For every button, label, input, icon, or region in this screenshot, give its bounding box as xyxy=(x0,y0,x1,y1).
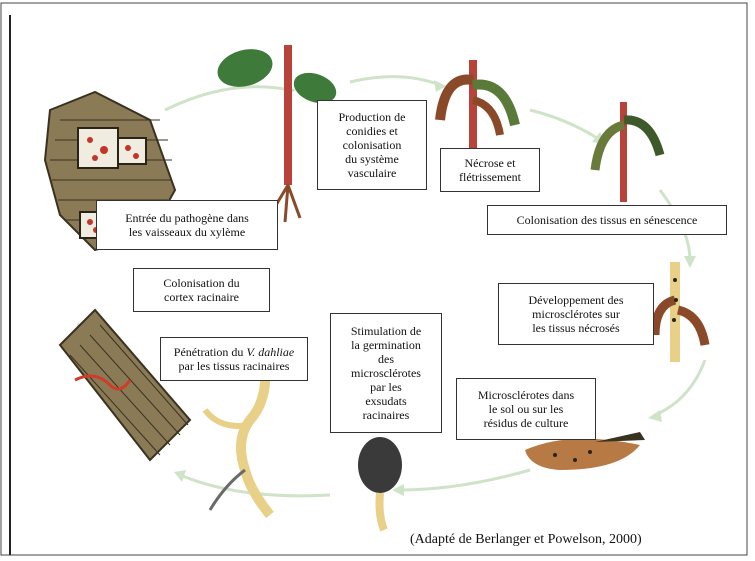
source-caption: (Adapté de Berlanger et Powelson, 2000) xyxy=(410,532,642,548)
penetration-text-a: Pénétration du xyxy=(174,345,247,359)
root-cortex-illustration xyxy=(60,310,190,460)
penetration-text-b: par les tissus racinaires xyxy=(179,359,290,373)
label-production-conidies: Production de conidies et colonisation d… xyxy=(317,100,427,190)
label-penetration-dahliae: Pénétration du V. dahliae par les tissus… xyxy=(160,337,308,381)
label-entree-pathogene: Entrée du pathogène dans les vaisseaux d… xyxy=(96,200,278,250)
label-microsclerotes-sol: Microsclérotes dans le sol ou sur les ré… xyxy=(456,378,596,440)
label-developpement-microsclerotes: Développement des microsclérotes sur les… xyxy=(498,283,654,345)
senescent-plant-illustration xyxy=(595,102,660,202)
label-colonisation-cortex: Colonisation du cortex racinaire xyxy=(133,268,270,312)
penetration-species-name: V. dahliae xyxy=(246,345,294,359)
germinating-microsclerote-illustration xyxy=(358,437,402,530)
label-stimulation-germination: Stimulation de la germination des micros… xyxy=(330,313,442,433)
label-colonisation-senescence: Colonisation des tissus en sénescence xyxy=(487,205,727,235)
microsclerote-stem-illustration xyxy=(655,262,705,362)
label-necrose-fletrissement: Nécrose et flétrissement xyxy=(440,148,540,192)
